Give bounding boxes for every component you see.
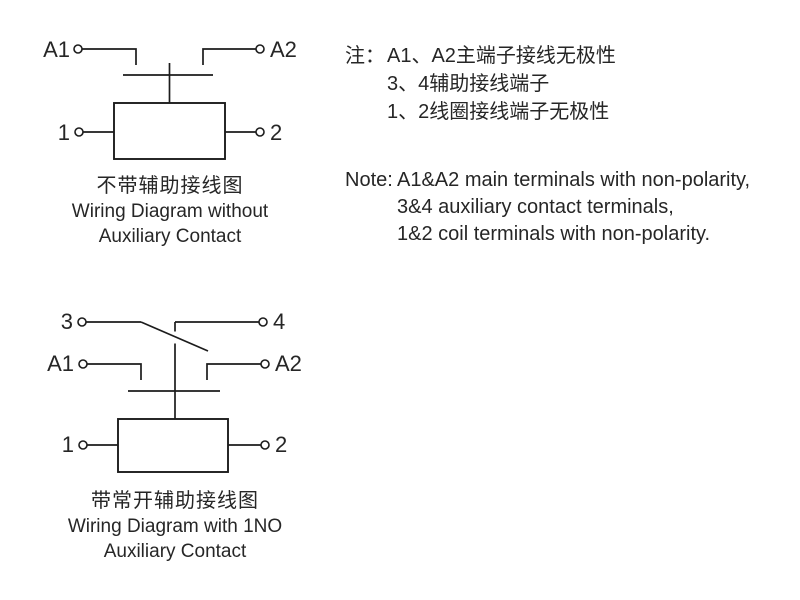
caption-1-english-line1: Wiring Diagram without [71, 201, 269, 222]
label-1: 1 [58, 120, 70, 145]
label-2: 2 [275, 432, 287, 457]
label-a2: A2 [275, 351, 302, 376]
caption-2-english-line1: Wiring Diagram with 1NO [67, 516, 283, 537]
note-english-prefix: Note: [345, 169, 393, 191]
a2-lead-wire [202, 48, 256, 65]
terminal-4-circle [258, 317, 268, 327]
note-chinese-line3: 1、2线圈接线端子无极性 [387, 101, 610, 123]
caption-diagram-2: 带常开辅助接线图 Wiring Diagram with 1NO Auxilia… [35, 488, 315, 564]
label-2: 2 [270, 120, 282, 145]
terminal-1-circle [74, 127, 84, 137]
caption-1-chinese: 不带辅助接线图 [96, 175, 244, 197]
label-1: 1 [62, 432, 74, 457]
a1-terminal-circle [73, 44, 83, 54]
note-chinese-line2: 3、4辅助接线端子 [387, 73, 550, 95]
note-chinese: 注： A1、A2主端子接线无极性 3、4辅助接线端子 1、2线圈接线端子无极性 [345, 42, 616, 126]
terminal-3-circle [77, 317, 87, 327]
label-a2: A2 [270, 37, 297, 62]
a1-lead-wire [82, 48, 137, 65]
aux-contact-blade [140, 321, 209, 352]
diagram-with-aux: 3 4 A1 A2 1 2 [47, 309, 302, 473]
note-english-line3: 1&2 coil terminals with non-polarity. [397, 223, 711, 245]
note-english-line2: 3&4 auxiliary contact terminals, [397, 196, 674, 218]
diagram-without-aux: A1 A2 1 2 [43, 37, 297, 160]
a2-terminal-circle [255, 44, 265, 54]
label-a1: A1 [47, 351, 74, 376]
note-english: Note: A1&A2 main terminals with non-pola… [345, 167, 750, 248]
a2-terminal-circle [260, 359, 270, 369]
terminal-1-circle [78, 440, 88, 450]
coil-box [113, 102, 226, 160]
a1-terminal-circle [78, 359, 88, 369]
terminal-2-circle [255, 127, 265, 137]
note-chinese-prefix: 注： [345, 45, 385, 67]
caption-diagram-1: 不带辅助接线图 Wiring Diagram without Auxiliary… [30, 173, 310, 249]
note-chinese-line1: A1、A2主端子接线无极性 [387, 45, 616, 67]
label-3: 3 [61, 309, 73, 334]
note-english-line1: A1&A2 main terminals with non-polarity, [397, 169, 751, 191]
a1-lead-wire [87, 363, 142, 380]
label-a1: A1 [43, 37, 70, 62]
coil-box [117, 418, 229, 473]
terminal-2-circle [260, 440, 270, 450]
caption-1-english-line2: Auxiliary Contact [98, 226, 242, 247]
a2-lead-wire [206, 363, 261, 380]
caption-2-chinese: 带常开辅助接线图 [91, 490, 259, 512]
caption-2-english-line2: Auxiliary Contact [103, 541, 247, 562]
label-4: 4 [273, 309, 285, 334]
